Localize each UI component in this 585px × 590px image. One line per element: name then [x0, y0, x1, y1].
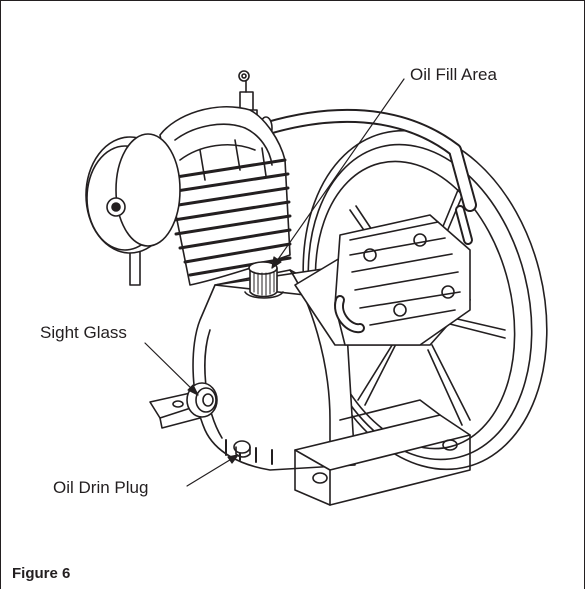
cylinder-head [159, 106, 292, 286]
sight-glass-leader [144, 342, 199, 396]
drain-plug-arrowhead [227, 454, 239, 464]
oil-fill-leader [271, 78, 405, 269]
valve-plate-head [294, 205, 473, 346]
oil-fill-cap [244, 261, 284, 299]
oil-drain-plug-label: Oil Drin Plug [53, 478, 149, 497]
oil-fill-area-label: Oil Fill Area [410, 65, 497, 84]
sight-glass-arrowhead [187, 384, 199, 396]
leader-lines [144, 78, 405, 487]
sight-glass-label: Sight Glass [40, 323, 127, 342]
oil-drain-plug [233, 440, 251, 458]
figure-caption: Figure 6 [12, 565, 71, 582]
oil-fill-arrowhead [271, 256, 282, 269]
intake-filter [85, 133, 181, 286]
